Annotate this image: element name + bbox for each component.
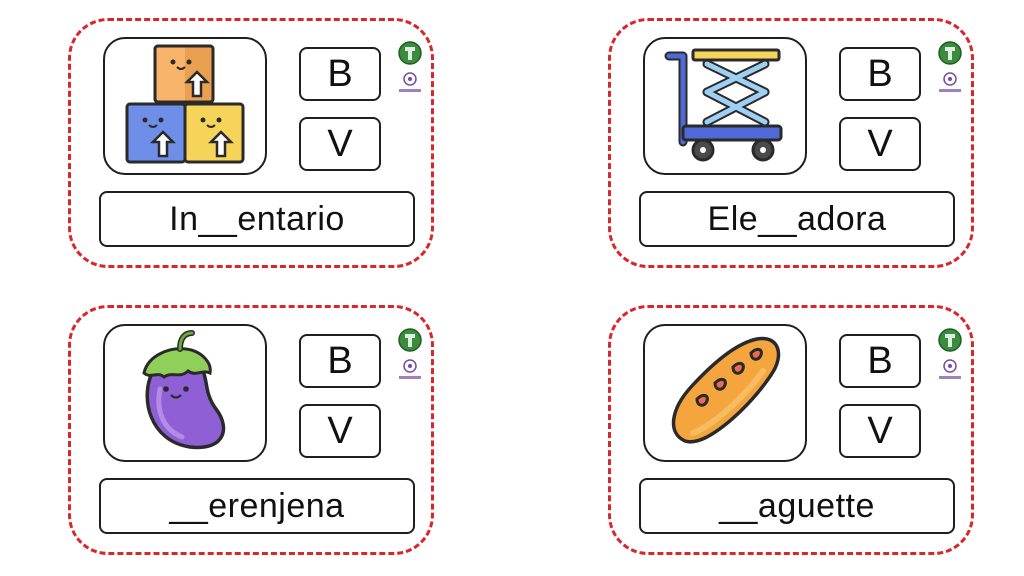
word-blank: In__entario <box>99 191 415 247</box>
word-blank: __erenjena <box>99 478 415 534</box>
option-b-button[interactable]: B <box>299 334 381 388</box>
image-box <box>103 324 267 462</box>
baguette-icon <box>663 329 787 458</box>
image-box <box>643 37 807 175</box>
card-inventario: B V In__entario <box>68 18 434 268</box>
boxes-icon <box>123 42 247 171</box>
option-b-button[interactable]: B <box>839 334 921 388</box>
image-box <box>103 37 267 175</box>
school-logo-icon <box>937 328 963 386</box>
option-b-button[interactable]: B <box>299 47 381 101</box>
option-v-button[interactable]: V <box>299 404 381 458</box>
eggplant-icon <box>130 329 240 458</box>
image-box <box>643 324 807 462</box>
option-v-button[interactable]: V <box>299 117 381 171</box>
option-v-button[interactable]: V <box>839 117 921 171</box>
option-b-button[interactable]: B <box>839 47 921 101</box>
card-baguette: B V __aguette <box>608 305 974 555</box>
word-blank: __aguette <box>639 478 955 534</box>
option-v-button[interactable]: V <box>839 404 921 458</box>
school-logo-icon <box>397 41 423 99</box>
card-berenjena: B V __erenjena <box>68 305 434 555</box>
school-logo-icon <box>937 41 963 99</box>
word-blank: Ele__adora <box>639 191 955 247</box>
school-logo-icon <box>397 328 423 386</box>
scissor-lift-icon <box>663 42 787 171</box>
card-elevadora: B V Ele__adora <box>608 18 974 268</box>
